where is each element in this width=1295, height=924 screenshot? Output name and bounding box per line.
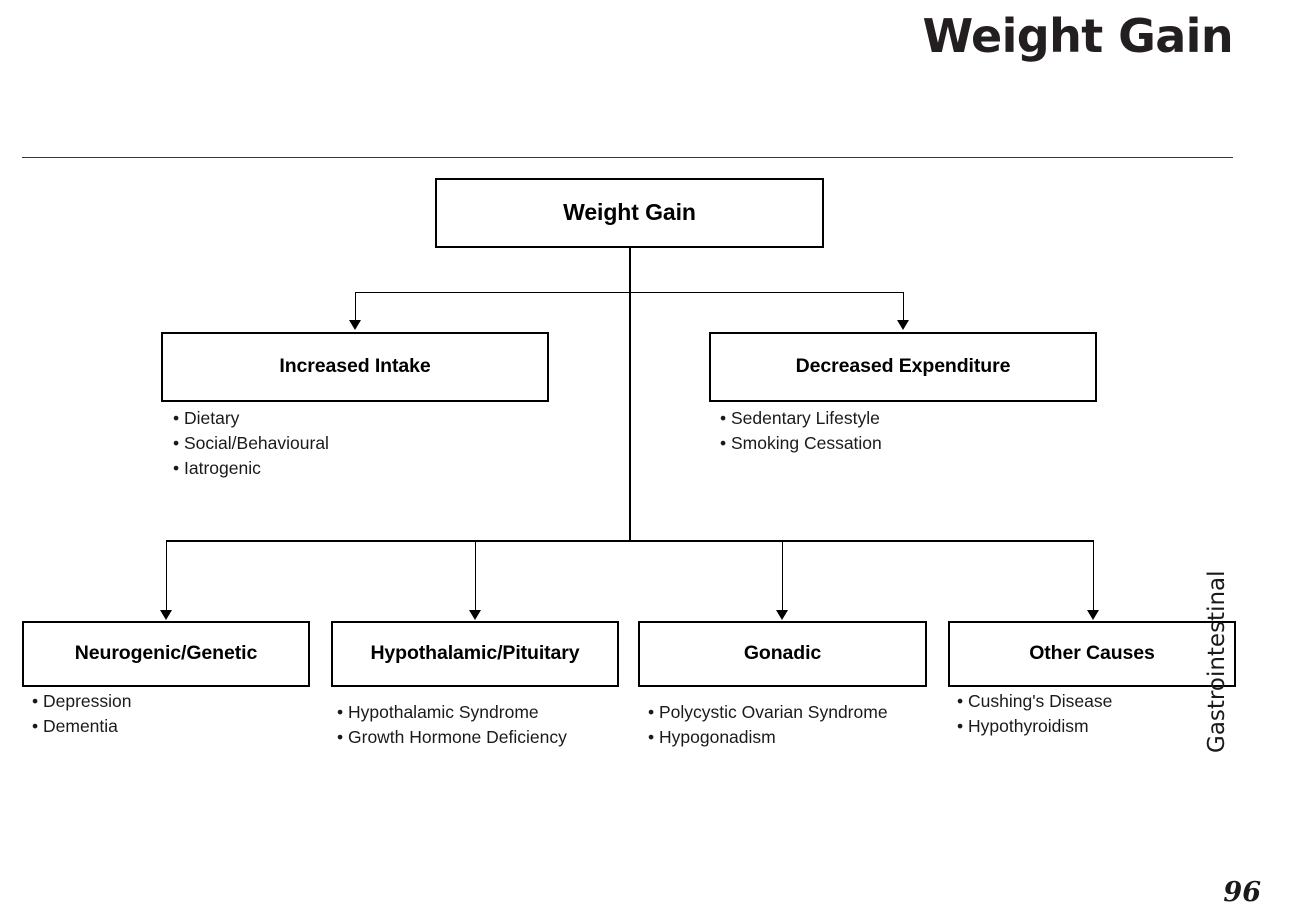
- connector-level3-drop-1: [166, 540, 167, 612]
- bullets-gonadic: Polycystic Ovarian Syndrome Hypogonadism: [648, 700, 888, 750]
- page-number: 96: [1223, 877, 1261, 908]
- connector-level2-right-drop: [903, 292, 904, 322]
- list-item: Growth Hormone Deficiency: [337, 725, 567, 750]
- node-neurogenic-genetic[interactable]: Neurogenic/Genetic: [22, 621, 310, 687]
- node-label: Gonadic: [743, 642, 822, 665]
- arrow-head-other-causes: [1087, 610, 1099, 620]
- connector-trunk-vertical: [629, 248, 631, 541]
- page-title: Weight Gain: [922, 9, 1234, 63]
- connector-level3-drop-2: [475, 540, 476, 612]
- node-other-causes[interactable]: Other Causes: [948, 621, 1236, 687]
- node-weight-gain[interactable]: Weight Gain: [435, 178, 824, 248]
- arrow-head-gonadic: [776, 610, 788, 620]
- list-item: Hypothalamic Syndrome: [337, 700, 567, 725]
- header-divider: [22, 157, 1233, 158]
- arrow-head-neurogenic-genetic: [160, 610, 172, 620]
- connector-level2-left-drop: [355, 292, 356, 322]
- node-label: Weight Gain: [563, 199, 696, 226]
- bullets-other-causes: Cushing's Disease Hypothyroidism: [957, 689, 1112, 739]
- list-item: Social/Behavioural: [173, 431, 329, 456]
- node-label: Hypothalamic/Pituitary: [370, 642, 580, 665]
- arrow-head-increased-intake: [349, 320, 361, 330]
- list-item: Polycystic Ovarian Syndrome: [648, 700, 888, 725]
- section-label: Gastrointestinal: [1204, 570, 1230, 753]
- arrow-head-decreased-expenditure: [897, 320, 909, 330]
- list-item: Cushing's Disease: [957, 689, 1112, 714]
- connector-level2-bar: [355, 292, 904, 293]
- bullets-increased-intake: Dietary Social/Behavioural Iatrogenic: [173, 406, 329, 481]
- connector-level3-drop-4: [1093, 540, 1094, 612]
- list-item: Smoking Cessation: [720, 431, 882, 456]
- arrow-head-hypothalamic-pituitary: [469, 610, 481, 620]
- list-item: Hypothyroidism: [957, 714, 1112, 739]
- node-gonadic[interactable]: Gonadic: [638, 621, 927, 687]
- node-decreased-expenditure[interactable]: Decreased Expenditure: [709, 332, 1097, 402]
- node-hypothalamic-pituitary[interactable]: Hypothalamic/Pituitary: [331, 621, 619, 687]
- bullets-decreased-expenditure: Sedentary Lifestyle Smoking Cessation: [720, 406, 882, 456]
- bullets-hypothalamic-pituitary: Hypothalamic Syndrome Growth Hormone Def…: [337, 700, 567, 750]
- connector-level3-bar: [166, 540, 1094, 542]
- node-label: Decreased Expenditure: [795, 355, 1011, 378]
- node-label: Neurogenic/Genetic: [74, 642, 258, 665]
- list-item: Dietary: [173, 406, 329, 431]
- list-item: Depression: [32, 689, 132, 714]
- connector-level3-drop-3: [782, 540, 783, 612]
- node-label: Increased Intake: [279, 355, 431, 378]
- bullets-neurogenic-genetic: Depression Dementia: [32, 689, 132, 739]
- node-label: Other Causes: [1029, 642, 1155, 665]
- node-increased-intake[interactable]: Increased Intake: [161, 332, 549, 402]
- list-item: Iatrogenic: [173, 456, 329, 481]
- list-item: Dementia: [32, 714, 132, 739]
- list-item: Hypogonadism: [648, 725, 888, 750]
- list-item: Sedentary Lifestyle: [720, 406, 882, 431]
